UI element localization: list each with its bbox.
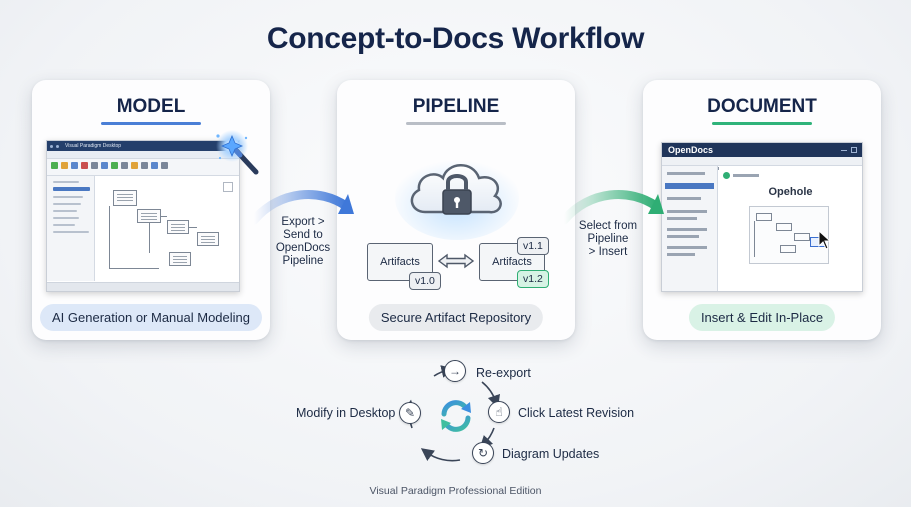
pencil-icon: ✎ (399, 402, 421, 424)
cycle-label-diagram-updates: Diagram Updates (502, 447, 600, 461)
document-card-pill: Insert & Edit In-Place (688, 304, 836, 331)
desktop-app-canvas (97, 176, 235, 281)
cycle-label-click-latest: Click Latest Revision (518, 406, 635, 420)
opendocs-titlebar: OpenDocs (662, 143, 862, 157)
arrow-right-icon: → (444, 360, 466, 382)
desktop-app-menubar (47, 151, 239, 159)
desktop-app-titlebar: Visual Paradigm Desktop (47, 141, 239, 151)
cycle-label-reexport: Re-export (476, 366, 531, 380)
cloud-lock-icon (395, 156, 519, 240)
opendocs-document-page: Opehole (719, 166, 862, 291)
pipeline-card-title: PIPELINE (412, 96, 500, 117)
opendocs-toolbar (662, 157, 862, 170)
model-card-pill: AI Generation or Manual Modeling (39, 304, 263, 331)
export-connector-label: Export > Send to OpenDocs Pipeline (275, 216, 331, 267)
document-card: DOCUMENT OpenDocs Opehole (643, 80, 881, 340)
refresh-icon: ↻ (472, 442, 494, 464)
export-arrow (250, 190, 354, 225)
sync-arrows-icon (441, 400, 471, 432)
desktop-app-title: Visual Paradigm Desktop (65, 143, 122, 149)
pipeline-card-underline (406, 122, 506, 125)
version-badge-v1-1: v1.1 (517, 237, 549, 255)
opendocs-app-screenshot: OpenDocs Opehole (661, 142, 863, 292)
document-card-title: DOCUMENT (707, 96, 817, 117)
opendocs-app-name: OpenDocs (668, 145, 714, 155)
embedded-diagram (749, 206, 829, 264)
artifact-left-label: Artifacts (380, 256, 420, 268)
desktop-app-toolbar (47, 159, 239, 176)
magic-wand-icon (216, 130, 259, 175)
pipeline-card: PIPELINE Artifacts v1.0 Artifacts v1.1 v… (337, 80, 575, 340)
model-card: MODEL Visual Paradigm Desktop (32, 80, 270, 340)
desktop-app-statusbar (47, 282, 239, 291)
footer-edition-label: Visual Paradigm Professional Edition (369, 485, 542, 497)
model-card-title: MODEL (116, 96, 186, 117)
artifact-left: Artifacts (367, 243, 433, 281)
opendocs-sidebar (662, 166, 718, 291)
insert-connector-label: Select from Pipeline > Insert (578, 220, 638, 258)
insert-arrow (560, 190, 664, 225)
desktop-app-sidebar (47, 176, 95, 281)
document-heading: Opehole (768, 186, 813, 198)
mouse-cursor-icon (818, 230, 831, 250)
cycle-label-modify-desktop: Modify in Desktop (296, 406, 396, 420)
model-card-underline (101, 122, 201, 125)
pipeline-card-pill: Secure Artifact Repository (368, 304, 544, 331)
artifact-right-label: Artifacts (492, 256, 532, 268)
version-badge-v1-2: v1.2 (517, 270, 549, 288)
page-title: Concept-to-Docs Workflow (266, 22, 645, 55)
bidirectional-arrow-icon (437, 253, 475, 269)
click-cursor-icon: ☝ (488, 401, 510, 423)
document-card-underline (712, 122, 812, 125)
desktop-app-screenshot: Visual Paradigm Desktop (46, 140, 240, 292)
version-badge-v1-0: v1.0 (409, 272, 441, 290)
